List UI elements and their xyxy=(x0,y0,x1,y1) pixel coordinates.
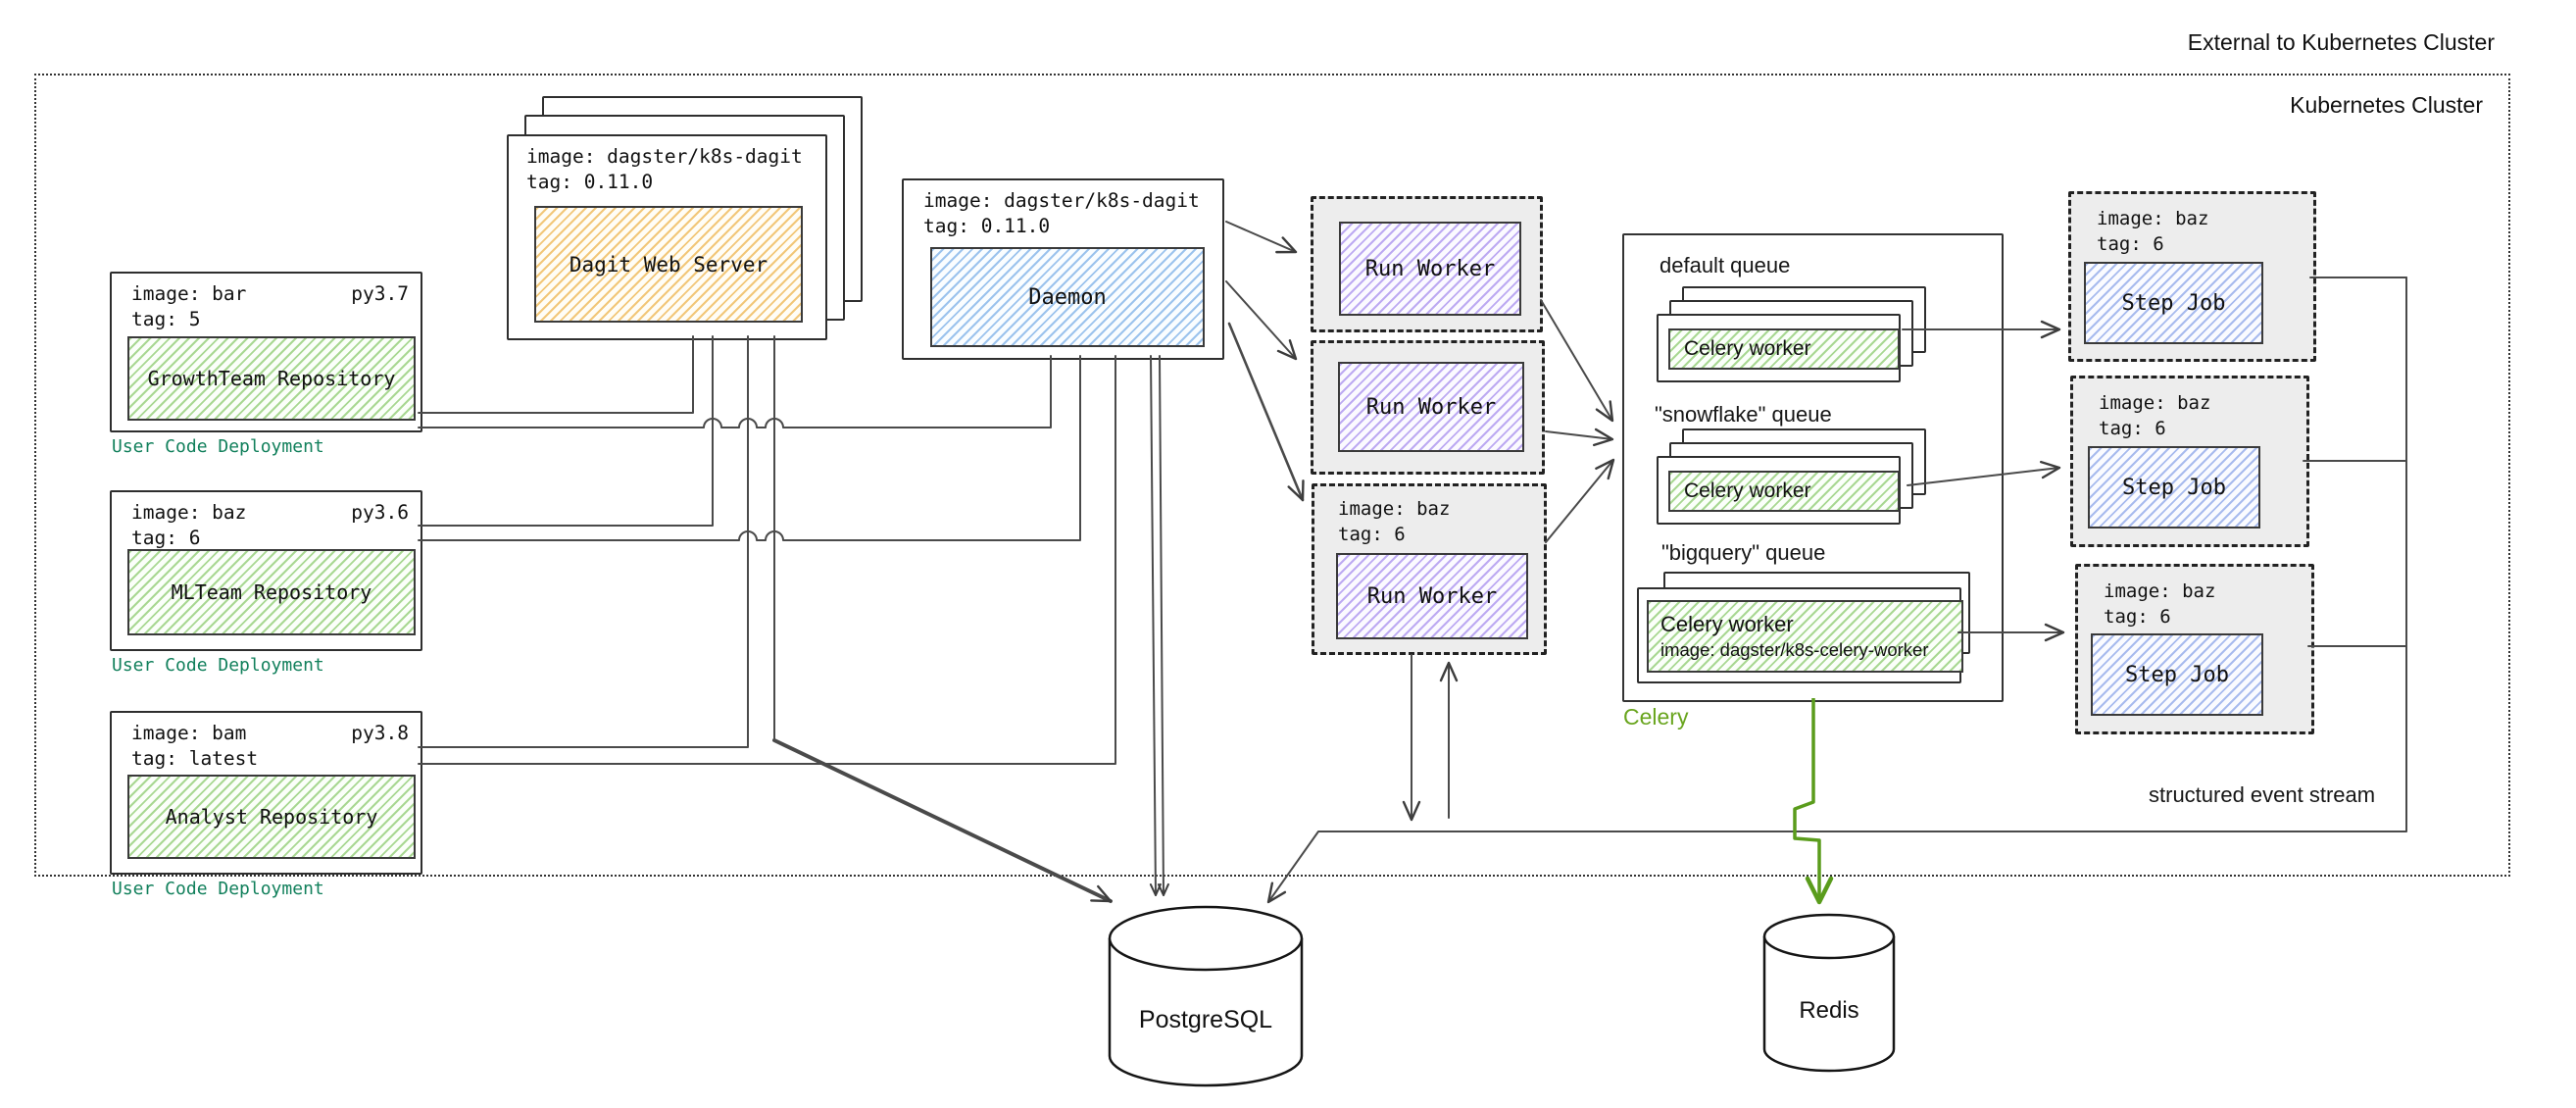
deployment-1-python-version: py3.7 xyxy=(351,282,409,305)
run-worker-1-box: Run Worker xyxy=(1311,196,1543,332)
postgres-cylinder-top xyxy=(1108,905,1304,972)
analyst-repository-box: Analyst Repository xyxy=(127,775,416,859)
dagit-web-server-box: image: dagster/k8s-dagit tag: 0.11.0 Dag… xyxy=(507,134,827,340)
structured-event-stream-label: structured event stream xyxy=(2149,782,2376,807)
step-job-1-image: image: baz xyxy=(2097,208,2209,229)
analyst-repository-label: Analyst Repository xyxy=(165,805,378,829)
deployment-3-python-version: py3.8 xyxy=(351,722,409,744)
step-job-1-box: image: baz tag: 6 Step Job xyxy=(2068,191,2316,362)
run-worker-3-image: image: baz xyxy=(1338,498,1451,520)
run-worker-3-label: Run Worker xyxy=(1366,583,1498,609)
celery-worker-1-label: Celery worker xyxy=(1684,337,1811,360)
daemon-box: image: dagster/k8s-dagit tag: 0.11.0 Dae… xyxy=(902,178,1224,360)
celery-worker-1-box: Celery worker xyxy=(1657,314,1901,382)
redis-cylinder-body xyxy=(1762,936,1896,1073)
deployment-3-caption: User Code Deployment xyxy=(112,879,324,899)
celery-worker-2-inner: Celery worker xyxy=(1668,471,1900,512)
run-worker-3-box: image: baz tag: 6 Run Worker xyxy=(1312,483,1547,655)
run-worker-1-label: Run Worker xyxy=(1364,256,1496,281)
mlteam-repository-label: MLTeam Repository xyxy=(171,580,372,604)
user-code-deployment-2-box: image: baz py3.6 tag: 6 MLTeam Repositor… xyxy=(110,490,422,651)
celery-worker-2-label: Celery worker xyxy=(1684,479,1811,502)
dagit-web-server-label: Dagit Web Server xyxy=(569,252,768,277)
step-job-3-tag: tag: 6 xyxy=(2104,606,2171,628)
deployment-2-python-version: py3.6 xyxy=(351,501,409,524)
celery-worker-3-inner: Celery worker image: dagster/k8s-celery-… xyxy=(1647,600,1963,673)
step-job-2-label: Step Job xyxy=(2122,475,2226,500)
run-worker-2-inner: Run Worker xyxy=(1338,362,1524,452)
step-job-2-tag: tag: 6 xyxy=(2099,418,2166,439)
celery-worker-3-label: Celery worker xyxy=(1660,612,1794,636)
growthteam-repository-label: GrowthTeam Repository xyxy=(147,367,396,390)
celery-worker-3-image: image: dagster/k8s-celery-worker xyxy=(1660,639,1929,660)
external-cluster-label: External to Kubernetes Cluster xyxy=(2187,29,2495,55)
mlteam-repository-box: MLTeam Repository xyxy=(127,549,416,635)
user-code-deployment-1-box: image: bar py3.7 tag: 5 GrowthTeam Repos… xyxy=(110,272,422,432)
redis-cylinder: Redis xyxy=(1762,913,1896,1073)
redis-cylinder-top xyxy=(1762,913,1896,960)
dagit-web-server-inner: Dagit Web Server xyxy=(534,206,803,323)
deployment-2-caption: User Code Deployment xyxy=(112,655,324,676)
run-worker-3-inner: Run Worker xyxy=(1336,553,1528,639)
step-job-3-inner: Step Job xyxy=(2091,633,2263,716)
celery-worker-2-box: Celery worker xyxy=(1657,456,1901,525)
step-job-2-inner: Step Job xyxy=(2088,446,2260,529)
deployment-1-caption: User Code Deployment xyxy=(112,436,324,457)
step-job-3-label: Step Job xyxy=(2125,662,2229,687)
deployment-3-image: image: bam xyxy=(131,722,247,744)
step-job-2-box: image: baz tag: 6 Step Job xyxy=(2070,376,2309,547)
run-worker-3-tag: tag: 6 xyxy=(1338,524,1406,545)
postgres-cylinder-body xyxy=(1108,938,1304,1087)
step-job-1-tag: tag: 6 xyxy=(2097,233,2164,255)
celery-worker-1-inner: Celery worker xyxy=(1668,328,1900,370)
deployment-1-image: image: bar xyxy=(131,282,247,305)
growthteam-repository-box: GrowthTeam Repository xyxy=(127,336,416,421)
deployment-3-tag: tag: latest xyxy=(131,747,259,770)
step-job-2-image: image: baz xyxy=(2099,392,2211,414)
postgres-label: PostgreSQL xyxy=(1139,1006,1272,1033)
user-code-deployment-3-box: image: bam py3.8 tag: latest Analyst Rep… xyxy=(110,711,422,875)
step-job-3-image: image: baz xyxy=(2104,580,2216,602)
step-job-1-label: Step Job xyxy=(2121,290,2226,316)
celery-queue-snowflake-label: "snowflake" queue xyxy=(1655,402,1832,427)
daemon-label: Daemon xyxy=(1028,284,1107,310)
dagit-tag: tag: 0.11.0 xyxy=(526,171,654,193)
redis-label: Redis xyxy=(1799,997,1858,1024)
celery-queue-default-label: default queue xyxy=(1660,253,1791,277)
run-worker-1-inner: Run Worker xyxy=(1339,222,1521,316)
celery-caption: Celery xyxy=(1623,704,1689,730)
celery-queue-bigquery-label: "bigquery" queue xyxy=(1661,540,1826,565)
run-worker-2-box: Run Worker xyxy=(1311,340,1545,475)
kubernetes-cluster-label: Kubernetes Cluster xyxy=(2290,92,2483,118)
run-worker-2-label: Run Worker xyxy=(1365,394,1497,420)
postgres-cylinder: PostgreSQL xyxy=(1108,905,1304,1087)
daemon-tag: tag: 0.11.0 xyxy=(923,215,1051,237)
step-job-3-box: image: baz tag: 6 Step Job xyxy=(2075,564,2314,734)
deployment-1-tag: tag: 5 xyxy=(131,308,201,330)
dagit-image: image: dagster/k8s-dagit xyxy=(526,145,803,168)
deployment-2-tag: tag: 6 xyxy=(131,527,201,549)
celery-worker-3-box: Celery worker image: dagster/k8s-celery-… xyxy=(1637,587,1963,683)
daemon-inner: Daemon xyxy=(930,247,1205,347)
daemon-image: image: dagster/k8s-dagit xyxy=(923,189,1200,212)
deployment-2-image: image: baz xyxy=(131,501,247,524)
step-job-1-inner: Step Job xyxy=(2084,262,2263,344)
